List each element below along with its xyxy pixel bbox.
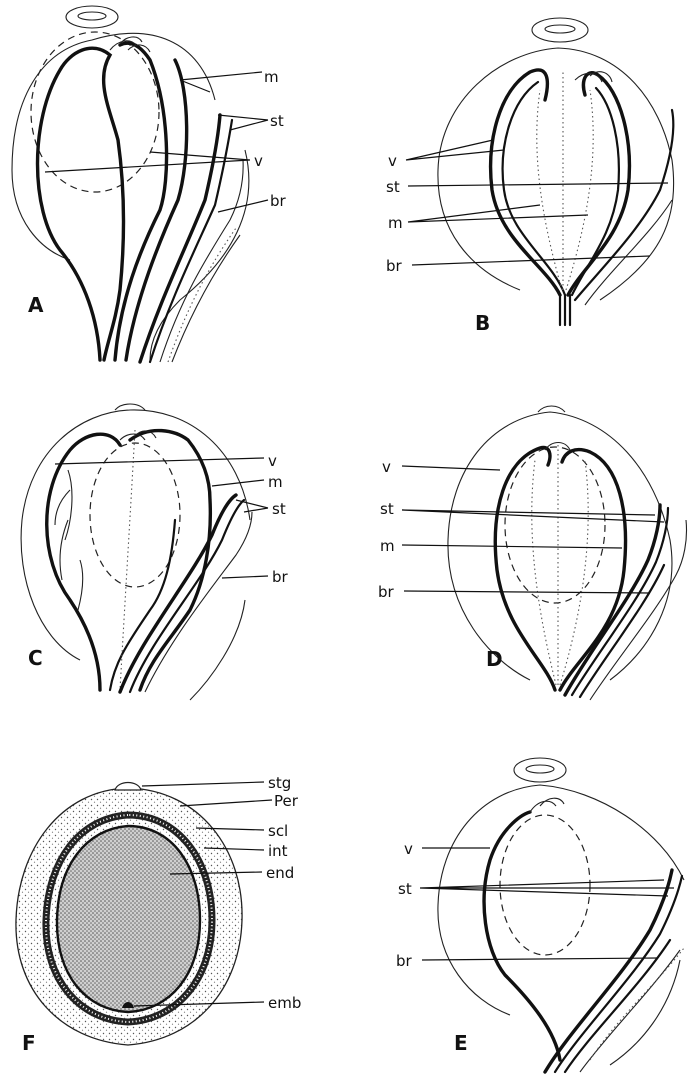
panel-d-vessel-right <box>560 450 626 690</box>
panel-d-st-2 <box>572 508 668 695</box>
panel-e-st-3 <box>565 940 670 1072</box>
panel-f-leader-per <box>180 800 272 806</box>
panel-d-leader-m <box>402 545 622 548</box>
panel-a-leader-st <box>218 115 268 130</box>
panel-d-leader-v <box>402 466 500 470</box>
panel-f: stg Per scl int end emb F <box>16 774 301 1055</box>
panel-b-center <box>537 70 593 290</box>
panel-f-stigma-bump <box>115 783 141 791</box>
panel-d-center <box>532 445 588 685</box>
panel-c-leader-m <box>212 480 264 486</box>
panel-e-letter: E <box>454 1031 468 1055</box>
panel-a-label-v: v <box>254 152 263 170</box>
panel-c-leader-st <box>236 500 268 512</box>
panel-b-label-m: m <box>388 214 403 232</box>
panel-a-leader-m <box>180 72 262 92</box>
panel-b: v st m br B <box>386 18 674 335</box>
panel-f-label-end: end <box>266 864 294 882</box>
panel-f-label-per: Per <box>274 792 299 810</box>
panel-c-bract <box>145 512 252 692</box>
panel-c-label-v: v <box>268 452 277 470</box>
panel-e-bract <box>580 950 680 1072</box>
panel-f-label-emb: emb <box>268 994 301 1012</box>
panel-e: v st br E <box>396 758 684 1072</box>
panel-d: v st m br D <box>378 406 687 700</box>
panel-b-vessel-right2 <box>572 88 619 295</box>
panel-d-seed <box>505 447 605 603</box>
panel-c-vessel <box>47 431 211 690</box>
panel-c-center <box>120 430 135 690</box>
panel-d-label-br: br <box>378 583 395 601</box>
panel-a-vessel-outer <box>38 48 124 360</box>
panel-a-leader-v <box>45 152 250 172</box>
panel-a-label-st: st <box>270 112 284 130</box>
panel-d-label-st: st <box>380 500 394 518</box>
panel-e-stigma-inner <box>526 765 554 773</box>
panel-c-label-m: m <box>268 473 283 491</box>
panel-c-letter: C <box>28 646 43 670</box>
panel-b-stigma <box>532 18 588 42</box>
panel-a-stigma-inner <box>78 12 106 20</box>
panel-b-base <box>560 295 570 325</box>
panel-c-st-2 <box>130 500 244 692</box>
panel-e-label-br: br <box>396 952 413 970</box>
panel-a-letter: A <box>28 293 44 317</box>
panel-b-label-st: st <box>386 178 400 196</box>
panel-b-letter: B <box>475 311 490 335</box>
panel-c-branches <box>55 470 83 610</box>
panel-d-label-m: m <box>380 537 395 555</box>
panel-c-stigma <box>115 404 145 410</box>
panel-a-stigma <box>66 6 118 28</box>
panel-d-stigma <box>538 406 565 412</box>
panel-e-hairs <box>530 798 564 812</box>
panel-d-letter: D <box>486 647 503 671</box>
panel-c-leader-br <box>222 576 268 578</box>
panel-e-leader-st <box>420 880 674 896</box>
panel-c-label-br: br <box>272 568 289 586</box>
panel-f-label-int: int <box>268 842 288 860</box>
panel-a-dotted <box>168 228 236 362</box>
panel-b-stigma-inner <box>545 25 575 33</box>
panel-a-label-br: br <box>270 192 287 210</box>
panel-a-outline <box>12 33 249 360</box>
panel-f-endosperm <box>57 826 200 1012</box>
panel-e-st-1 <box>545 870 672 1072</box>
panel-e-vessel <box>484 812 560 1060</box>
panel-a-label-m: m <box>264 68 279 86</box>
panel-c: v m st br C <box>21 404 288 700</box>
panel-f-label-stg: stg <box>268 774 291 792</box>
panel-a: m st v br A <box>12 6 287 362</box>
panel-d-leader-br <box>404 591 650 593</box>
panel-c-label-st: st <box>272 500 286 518</box>
panel-c-leader-v <box>55 458 264 464</box>
panel-b-label-v: v <box>388 152 397 170</box>
panel-f-label-scl: scl <box>268 822 288 840</box>
panel-f-letter: F <box>22 1031 36 1055</box>
panel-f-leader-stg <box>142 782 264 786</box>
panel-a-seed <box>31 32 159 192</box>
panel-e-outline <box>438 785 684 1065</box>
panel-d-vessel-left <box>495 447 555 690</box>
panel-e-label-v: v <box>404 840 413 858</box>
panel-e-stigma <box>514 758 566 782</box>
panel-d-label-v: v <box>382 458 391 476</box>
panel-b-label-br: br <box>386 257 403 275</box>
panel-a-leader-br <box>218 200 268 212</box>
panel-e-leader-br <box>422 958 658 960</box>
panel-c-st-1 <box>120 495 236 692</box>
panel-c-seed <box>90 443 180 587</box>
panel-e-label-st: st <box>398 880 412 898</box>
panel-a-bract <box>160 160 243 362</box>
